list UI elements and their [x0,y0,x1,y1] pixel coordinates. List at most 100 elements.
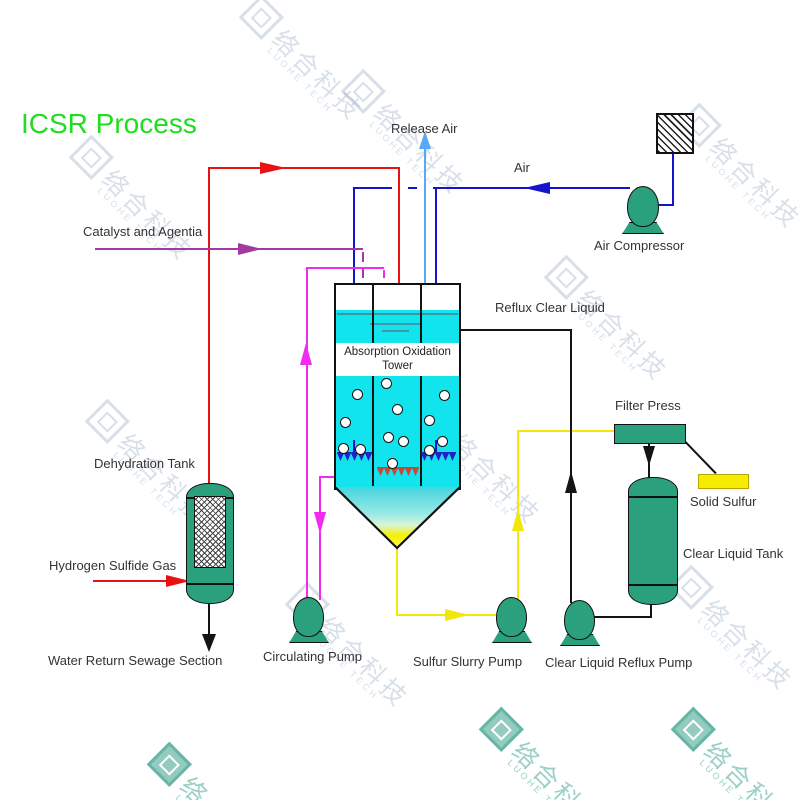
tank-bottom-line [629,584,677,586]
tower-name-line2: Tower [382,360,413,372]
bubble [424,445,435,456]
arrow-h2s-inlet-icon [166,574,193,587]
watermark-diamond-icon [340,68,386,114]
clear-liquid-reflux-pump-head [564,600,595,640]
tower-name-band [336,343,459,376]
pipe-slurry-drop [396,549,398,616]
air-lance-left-tip [353,440,355,453]
watermark-diamond-icon [543,254,589,300]
pipe-h2s-inlet [93,580,173,582]
solid-sulfur-tray [698,474,749,489]
tower-name-line1: Absorption Oxidation [344,346,451,358]
pipe-circulation-suction-v [319,476,321,600]
sulfur-slurry-pump-head [496,597,527,637]
watermark-diamond-icon [68,134,114,180]
air-compressor-head [627,186,659,227]
tower-divider-left [372,285,374,486]
label-hydrogen-sulfide-gas: Hydrogen Sulfide Gas [49,558,177,573]
pipe-catalyst-dash2 [362,268,364,278]
label-clear-liquid-tank: Clear Liquid Tank [683,546,784,561]
filter-press [614,424,686,444]
pipe-press-to-sulfur [682,439,717,474]
label-sulfur-slurry-pump: Sulfur Slurry Pump [413,654,523,669]
watermark-diamond-icon [238,0,284,40]
pipe-air-branch-left [354,187,392,189]
pipe-circulation-dash1 [383,270,385,278]
pipe-slurry-to-press [517,430,614,432]
label-filter-press: Filter Press [615,398,681,413]
arrow-circulation-up-icon [300,340,312,365]
bubble [424,415,435,426]
label-release-air: Release Air [391,121,458,136]
arrow-air-left-icon [521,181,550,194]
tank-bottom-line [187,583,233,585]
pipe-circulation-suction-h [319,476,336,478]
arrow-catalyst-right-icon [238,242,265,255]
watermark-diamond-icon [478,706,524,752]
bubble [439,390,450,401]
arrow-press-down-icon [642,446,655,469]
label-clear-liquid-reflux-pump: Clear Liquid Reflux Pump [545,655,693,670]
arrow-sewage-down-icon [201,634,216,655]
tower-cone [334,487,461,550]
sparger-red-center [377,467,419,476]
label-air-compressor: Air Compressor [594,238,685,253]
level-mark-1 [370,323,420,325]
bubble [437,436,448,447]
pipe-air-dash [408,187,417,189]
bubble [352,389,363,400]
arrow-h2s-right-icon [260,161,289,174]
pipe-circulation-top [306,267,384,269]
label-dehydration-tank: Dehydration Tank [94,456,195,471]
pipe-tank-outlet [650,600,652,618]
tank-top-line [629,496,677,498]
label-solid-sulfur: Solid Sulfur [690,494,757,509]
arrow-reflux-up-icon [564,468,577,493]
pipe-catalyst [95,248,363,250]
pipe-tank-to-pump [590,616,651,618]
pipe-release-air [424,143,426,318]
pipe-h2s-top-horizontal [208,167,400,169]
pipe-h2s-riser [208,167,210,485]
bubble [355,444,366,455]
arrow-slurry-up-icon [511,506,524,531]
label-air: Air [514,160,530,175]
label-circulating-pump: Circulating Pump [263,649,362,664]
pipe-filter-to-compressor [672,150,674,206]
watermark-diamond-icon [84,398,130,444]
label-water-return: Water Return Sewage Section [48,653,223,668]
tower-divider-right [420,285,422,486]
pipe-catalyst-dash1 [362,252,364,262]
watermark-diamond-icon [146,741,192,787]
bubble [392,404,403,415]
pipe-reflux-top [460,329,571,331]
clear-liquid-tank [628,477,678,605]
watermark-diamond-icon [670,706,716,752]
bubble [398,436,409,447]
liquid-surface-line [337,313,458,315]
label-catalyst: Catalyst and Agentia [83,224,203,239]
dehydration-packing [194,496,226,568]
pipe-circulation-riser [306,268,308,600]
bubble [383,432,394,443]
pipe-reflux-riser [570,329,572,603]
bubble [387,458,398,469]
arrow-release-air-up-icon [418,128,431,149]
circulating-pump-head [293,597,324,637]
pipe-sewage-outlet [208,602,210,640]
air-lance-right-tip [435,440,437,453]
air-filter-box [656,113,694,154]
bubble [340,417,351,428]
level-mark-2 [382,330,409,332]
page-title: ICSR Process [21,108,197,139]
bubble [381,378,392,389]
arrow-circulation-down-icon [313,512,326,537]
arrow-slurry-right-icon [445,608,472,621]
